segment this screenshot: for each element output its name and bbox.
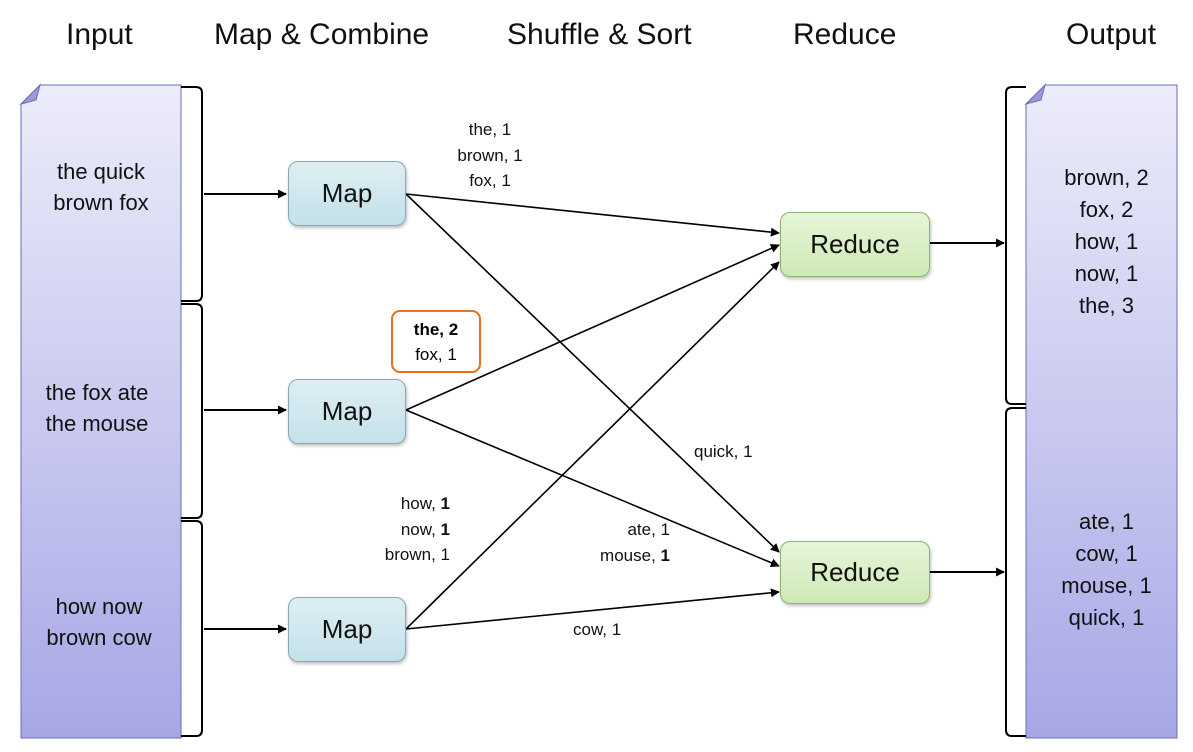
- input-split-3-line1: how now: [55, 594, 143, 619]
- header-output: Output: [1066, 18, 1157, 51]
- pair-brown-1-map3: brown, 1: [384, 545, 450, 564]
- pair-mouse-1-value: 1: [660, 545, 670, 565]
- pair-mouse-1-key: mouse,: [600, 545, 661, 565]
- input-split-3: how now brown cow: [21, 591, 177, 653]
- pair-fox-1: fox, 1: [469, 171, 511, 190]
- input-split-2-line1: the fox ate: [45, 380, 149, 405]
- pair-how-1: how, 1: [340, 491, 450, 517]
- output-brackets: [1005, 86, 1026, 737]
- input-to-map-arrows: [204, 189, 287, 634]
- input-split-3-line2: brown cow: [46, 625, 152, 650]
- map-box-3: Map: [288, 597, 406, 662]
- reduce-to-output-arrows: [930, 238, 1005, 577]
- input-split-2: the fox ate the mouse: [21, 377, 173, 439]
- output-now-1: now, 1: [1074, 261, 1139, 286]
- pair-brown-1: brown, 1: [457, 145, 523, 165]
- pair-quick-1: quick, 1: [694, 442, 753, 461]
- output-brown-2: brown, 2: [1064, 165, 1149, 190]
- pair-now-1-value: 1: [440, 519, 450, 539]
- map-box-2: Map: [288, 379, 406, 444]
- output-mouse-1: mouse, 1: [1061, 573, 1152, 598]
- pair-how-1-value: 1: [440, 494, 450, 513]
- pair-mouse-1: mouse, 1: [560, 543, 670, 569]
- pair-how-1-key: how,: [400, 494, 441, 513]
- header-shuffle-sort: Shuffle & Sort: [507, 18, 692, 51]
- pair-now-1-key: now,: [400, 519, 441, 539]
- pair-fox-1-combined: fox, 1: [415, 344, 457, 364]
- output-fox-2: fox, 2: [1079, 197, 1134, 222]
- combiner-output-box: the, 2 fox, 1: [391, 310, 481, 373]
- map3-pairs: how, 1 now, 1 brown, 1: [340, 491, 450, 568]
- pair-the-2-value: 2: [448, 319, 459, 339]
- shuffle-arrows: [405, 193, 780, 630]
- header-map-combine: Map & Combine: [214, 18, 430, 51]
- shuffle-ate-mouse: ate, 1 mouse, 1: [560, 517, 670, 568]
- input-brackets: [181, 86, 203, 737]
- pair-the-1: the, 1: [468, 120, 512, 139]
- output-document: [1024, 83, 1178, 739]
- output-the-3: the, 3: [1078, 293, 1135, 318]
- map1-pairs: the, 1 brown, 1 fox, 1: [440, 117, 540, 194]
- header-reduce: Reduce: [793, 18, 897, 51]
- output-how-1: how, 1: [1074, 229, 1139, 254]
- input-split-1-line1: the quick: [56, 159, 146, 184]
- output-ate-1: ate, 1: [1078, 509, 1135, 534]
- reduce-box-1: Reduce: [780, 212, 930, 277]
- pair-ate-1: ate, 1: [627, 520, 670, 539]
- reduce-box-2: Reduce: [780, 541, 930, 604]
- input-split-1-line2: brown fox: [53, 190, 149, 215]
- pair-the-2-key: the,: [413, 319, 449, 339]
- output-part-1: brown, 2 fox, 2 how, 1 now, 1 the, 3: [1028, 162, 1185, 322]
- pair-cow-1: cow, 1: [573, 620, 622, 639]
- output-cow-1: cow, 1: [1075, 541, 1138, 566]
- pair-now-1: now, 1: [340, 517, 450, 543]
- output-part-2: ate, 1 cow, 1 mouse, 1 quick, 1: [1028, 506, 1185, 634]
- input-split-2-line2: the mouse: [45, 411, 149, 436]
- input-document: [19, 83, 182, 739]
- map-box-1: Map: [288, 161, 406, 226]
- header-input: Input: [66, 18, 133, 51]
- input-split-1: the quick brown fox: [21, 156, 181, 218]
- output-quick-1: quick, 1: [1068, 605, 1145, 630]
- pair-the-2: the, 2: [414, 317, 458, 342]
